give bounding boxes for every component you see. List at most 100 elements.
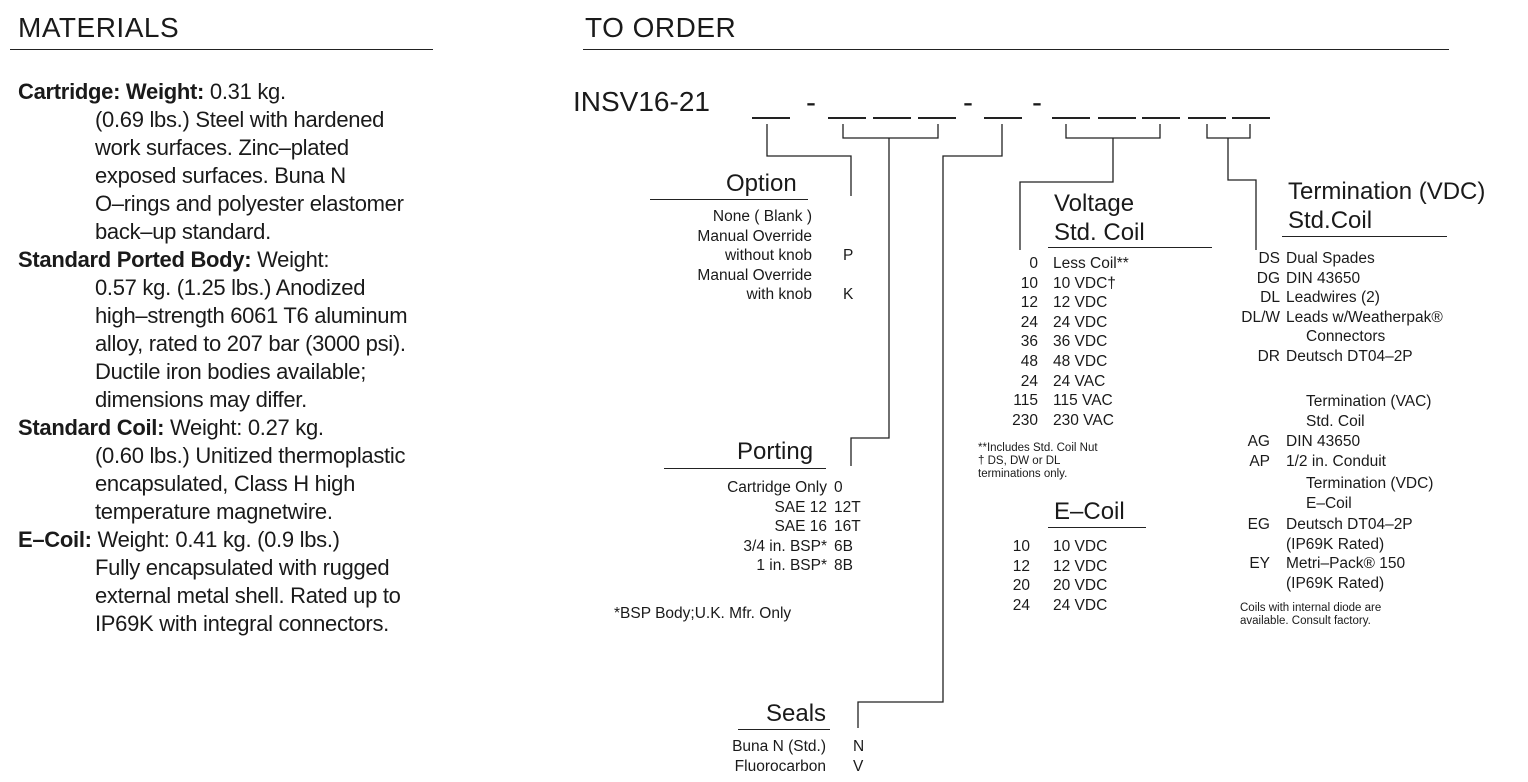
voltage-title-rule [1048, 247, 1212, 248]
termination-note: Coils with internal diode are [1240, 602, 1382, 614]
option-label: Manual Override [697, 266, 812, 284]
voltage-code: 115 [1013, 392, 1038, 410]
voltage-subtitle: Std. Coil [1054, 219, 1145, 246]
voltage-bracket [1065, 124, 1161, 139]
voltage-code: 24 [1020, 313, 1038, 331]
to-order-title: TO ORDER [585, 12, 737, 43]
termination-vac-title: Termination (VAC) Std. Coil [1306, 392, 1431, 431]
material-text: (0.69 lbs.) Steel with hardened [95, 107, 385, 132]
voltage-label: Less Coil** [1053, 255, 1129, 272]
porting-bracket [842, 124, 939, 139]
seals-title-rule [738, 729, 830, 730]
seals-title: Seals [766, 700, 827, 727]
porting-codes: 0 12T 16T 6B 8B [834, 478, 861, 576]
voltage-code: 230 [1012, 411, 1038, 429]
material-standard-coil: Standard Coil: Weight: 0.27 kg. (0.60 lb… [18, 414, 488, 526]
seals-code: V [853, 757, 864, 775]
option-label: Manual Override [697, 227, 812, 245]
material-label: Standard Coil: [18, 415, 165, 440]
material-cartridge: Cartridge: Weight: 0.31 kg. (0.69 lbs.) … [18, 78, 488, 246]
option-connector [766, 124, 852, 196]
porting-label: 1 in. BSP* [756, 557, 827, 575]
termination-ecoil-codes: EG EY [1234, 515, 1270, 593]
material-text: 0.31 kg. [204, 79, 286, 104]
material-text: exposed surfaces. Buna N [95, 163, 346, 188]
voltage-labels: Less Coil** 10 VDC† 12 VDC 24 VDC 36 VDC… [1053, 254, 1129, 430]
termination-code [1234, 327, 1280, 347]
e-coil-label: 20 VDC [1053, 577, 1108, 595]
materials-list: Cartridge: Weight: 0.31 kg. (0.69 lbs.) … [18, 78, 488, 638]
option-code [843, 266, 853, 286]
porting-code: 6B [834, 537, 853, 555]
termination-label: Connectors [1306, 328, 1386, 346]
porting-code: 8B [834, 557, 853, 575]
termination-ecoil-code [1234, 574, 1270, 594]
voltage-code: 36 [1020, 333, 1038, 351]
termination-label: Deutsch DT04–2P [1286, 347, 1413, 365]
termination-code: DG [1256, 269, 1280, 287]
termination-codes: DS DG DL DL/W DR [1234, 249, 1280, 367]
voltage-note: **Includes Std. Coil Nut [978, 442, 1098, 454]
material-text: O–rings and polyester elastomer [95, 191, 404, 216]
option-label: without knob [724, 247, 812, 265]
seals-label: Buna N (Std.) [732, 738, 826, 755]
porting-labels: Cartridge Only SAE 12 SAE 16 3/4 in. BSP… [640, 478, 827, 576]
porting-code: 0 [834, 479, 843, 496]
termination-vac-code: AP [1249, 452, 1270, 470]
material-text: Fully encapsulated with rugged [95, 555, 390, 580]
material-text: 0.57 kg. (1.25 lbs.) Anodized [95, 275, 366, 300]
material-text: (0.60 lbs.) Unitized thermoplastic [95, 443, 406, 468]
voltage-code: 24 [1020, 372, 1038, 390]
termination-vac-codes: AG AP [1234, 432, 1270, 471]
porting-title: Porting [737, 438, 814, 465]
seals-labels: Buna N (Std.) Fluorocarbon [650, 737, 826, 776]
material-text: Weight: [251, 247, 330, 272]
termination-vac-label: 1/2 in. Conduit [1286, 452, 1386, 470]
termination-code: DL/W [1241, 308, 1280, 326]
termination-label: Leadwires (2) [1286, 289, 1380, 307]
seals-code: N [853, 738, 865, 755]
materials-title: MATERIALS [18, 12, 180, 43]
voltage-notes: **Includes Std. Coil Nut † DS, DW or DL … [978, 442, 1098, 481]
e-coil-code: 20 [1012, 577, 1030, 595]
termination-code: DL [1260, 289, 1280, 307]
material-text: alloy, rated to 207 bar (3000 psi). [95, 331, 406, 356]
termination-vac-title-line: Termination (VAC) [1306, 393, 1432, 410]
option-title-rule [650, 199, 808, 200]
e-coil-codes: 10 12 20 24 [1000, 537, 1030, 615]
termination-vac-labels: DIN 43650 1/2 in. Conduit [1286, 432, 1386, 471]
model-number: INSV16-21 [573, 86, 710, 117]
material-text: Weight: 0.41 kg. (0.9 lbs.) [91, 527, 340, 552]
voltage-label: 48 VDC [1053, 352, 1108, 370]
seals-codes: N V [853, 737, 864, 776]
voltage-code: 48 [1020, 352, 1038, 370]
porting-label: SAE 16 [774, 518, 827, 536]
termination-label: Dual Spades [1286, 250, 1375, 267]
voltage-connector [1019, 138, 1114, 250]
code-separator: - [963, 86, 973, 119]
material-text: high–strength 6061 T6 aluminum [95, 303, 408, 328]
option-label: None ( Blank ) [712, 208, 812, 225]
termination-ecoil-title-line: Termination (VDC) [1306, 475, 1434, 492]
porting-code: 16T [834, 518, 861, 536]
e-coil-code: 12 [1012, 557, 1030, 575]
seals-label: Fluorocarbon [734, 757, 826, 775]
voltage-code: 10 [1020, 274, 1038, 292]
material-text: encapsulated, Class H high [95, 471, 356, 496]
voltage-code: 12 [1020, 294, 1038, 312]
termination-ecoil-label: Deutsch DT04–2P [1286, 516, 1413, 533]
material-text: external metal shell. Rated up to [95, 583, 401, 608]
termination-ecoil-code: EG [1247, 516, 1270, 533]
seals-connector [857, 124, 1003, 728]
termination-ecoil-label: (IP69K Rated) [1286, 535, 1385, 553]
porting-label: 3/4 in. BSP* [743, 537, 827, 555]
e-coil-title: E–Coil [1054, 498, 1125, 525]
e-coil-title-rule [1048, 527, 1146, 528]
code-separator: - [806, 86, 816, 119]
material-e-coil: E–Coil: Weight: 0.41 kg. (0.9 lbs.) Full… [18, 526, 488, 638]
option-code [843, 227, 853, 247]
e-coil-code: 10 [1012, 538, 1030, 555]
termination-notes: Coils with internal diode are available.… [1240, 602, 1381, 628]
termination-vac-label: DIN 43650 [1286, 433, 1361, 450]
e-coil-labels: 10 VDC 12 VDC 20 VDC 24 VDC [1053, 537, 1107, 615]
